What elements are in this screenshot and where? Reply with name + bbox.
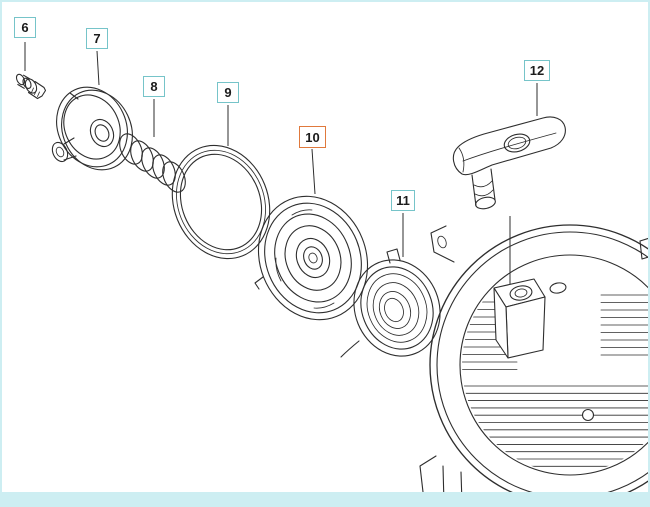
housing-top-tab: [430, 225, 455, 263]
callout-11[interactable]: 11: [391, 190, 415, 211]
part-11-recoil-spring[interactable]: [340, 247, 455, 369]
frame-top: [0, 0, 650, 2]
callout-10-highlighted[interactable]: 10: [299, 126, 326, 148]
part-12-starter-handle[interactable]: [452, 116, 566, 210]
frame-right: [648, 0, 650, 507]
frame-left: [0, 0, 2, 507]
housing-boss-oval: [549, 282, 567, 294]
leader-lines: [24, 42, 538, 290]
part-9-washer-ring[interactable]: [156, 131, 287, 274]
part-6-screw[interactable]: [15, 73, 47, 100]
callout-12[interactable]: 12: [524, 60, 550, 81]
part-10-starter-pulley[interactable]: [240, 180, 385, 337]
callout-7[interactable]: 7: [86, 28, 108, 49]
leader-line-7: [96, 50, 100, 86]
part-8-spring[interactable]: [115, 130, 190, 195]
starter-housing[interactable]: [419, 224, 650, 506]
part-7-pulley-hub[interactable]: [44, 75, 145, 181]
housing-vent-slats: [462, 294, 650, 467]
housing-bolt-hole: [581, 408, 595, 422]
callout-9[interactable]: 9: [217, 82, 239, 103]
callout-8[interactable]: 8: [143, 76, 165, 97]
leader-line-10: [311, 148, 316, 195]
frame-bottom: [0, 492, 650, 507]
callout-6[interactable]: 6: [14, 17, 36, 38]
housing-pawl-box: [493, 278, 546, 359]
